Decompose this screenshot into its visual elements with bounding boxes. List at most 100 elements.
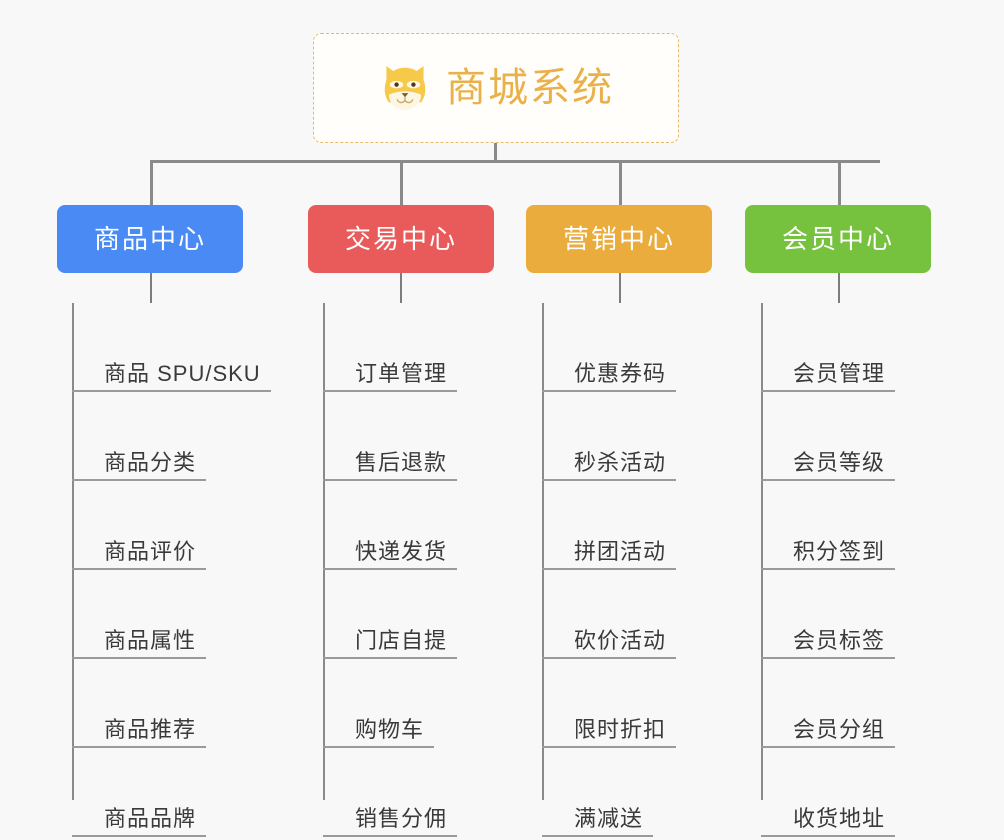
leaf-underline — [542, 657, 676, 659]
connector-stub-1 — [150, 273, 152, 303]
leaf-underline — [761, 568, 895, 570]
leaf-label: 收货地址 — [793, 806, 886, 831]
list-item[interactable]: 商品推荐 — [72, 659, 302, 748]
leaf-underline — [323, 479, 457, 481]
branch-header-交易中心[interactable]: 交易中心 — [308, 205, 494, 273]
leaf-label: 购物车 — [355, 717, 425, 742]
leaf-underline — [542, 835, 653, 837]
leaf-underline — [72, 390, 271, 392]
leaf-label: 秒杀活动 — [574, 450, 667, 475]
column-spine — [323, 303, 325, 800]
list-item[interactable]: 积分签到 — [761, 481, 991, 570]
list-item[interactable]: 会员等级 — [761, 392, 991, 481]
list-item[interactable]: 会员标签 — [761, 570, 991, 659]
shiba-dog-face-icon — [384, 66, 426, 110]
leaf-underline — [542, 568, 676, 570]
branch-column-2: 订单管理 售后退款 快递发货 门店自提 购物车 销售分佣 — [323, 303, 553, 837]
list-item[interactable]: 限时折扣 — [542, 659, 772, 748]
branch-header-label: 营销中心 — [562, 224, 675, 254]
connector-stub-2 — [400, 273, 402, 303]
leaf-label: 商品分类 — [104, 450, 197, 475]
connector-drop-3 — [619, 160, 622, 205]
branch-header-商品中心[interactable]: 商品中心 — [57, 205, 243, 273]
leaf-label: 商品推荐 — [104, 717, 197, 742]
list-item[interactable]: 会员管理 — [761, 303, 991, 392]
list-item[interactable]: 商品分类 — [72, 392, 302, 481]
branch-header-营销中心[interactable]: 营销中心 — [526, 205, 712, 273]
leaf-label: 商品 SPU/SKU — [104, 361, 261, 386]
list-item[interactable]: 秒杀活动 — [542, 392, 772, 481]
leaf-label: 售后退款 — [355, 450, 448, 475]
leaf-label: 销售分佣 — [355, 806, 448, 831]
leaf-label: 门店自提 — [355, 628, 448, 653]
column-spine — [542, 303, 544, 800]
root-title: 商城系统 — [446, 66, 614, 110]
leaf-underline — [72, 657, 206, 659]
list-item[interactable]: 满减送 — [542, 748, 772, 837]
leaf-label: 会员管理 — [793, 361, 886, 386]
leaf-label: 会员等级 — [793, 450, 886, 475]
branch-header-会员中心[interactable]: 会员中心 — [745, 205, 931, 273]
leaf-underline — [761, 390, 895, 392]
connector-drop-2 — [400, 160, 403, 205]
list-item[interactable]: 商品评价 — [72, 481, 302, 570]
leaf-underline — [542, 390, 676, 392]
leaf-underline — [72, 835, 206, 837]
branch-header-label: 商品中心 — [93, 224, 206, 254]
leaf-underline — [323, 835, 457, 837]
leaf-underline — [323, 746, 434, 748]
leaf-underline — [72, 479, 206, 481]
connector-horizontal-bus — [150, 160, 880, 163]
leaf-underline — [72, 746, 206, 748]
list-item[interactable]: 快递发货 — [323, 481, 553, 570]
list-item[interactable]: 会员分组 — [761, 659, 991, 748]
list-item[interactable]: 商品品牌 — [72, 748, 302, 837]
column-spine — [72, 303, 74, 800]
branch-header-label: 会员中心 — [781, 224, 894, 254]
leaf-underline — [761, 657, 895, 659]
connector-root-stem — [494, 143, 497, 162]
branch-column-4: 会员管理 会员等级 积分签到 会员标签 会员分组 收货地址 — [761, 303, 991, 837]
list-item[interactable]: 收货地址 — [761, 748, 991, 837]
branch-header-label: 交易中心 — [344, 224, 457, 254]
leaf-underline — [542, 479, 676, 481]
list-item[interactable]: 商品 SPU/SKU — [72, 303, 302, 392]
connector-stub-4 — [838, 273, 840, 303]
column-spine — [761, 303, 763, 800]
leaf-label: 商品属性 — [104, 628, 197, 653]
leaf-label: 砍价活动 — [574, 628, 667, 653]
leaf-label: 商品评价 — [104, 539, 197, 564]
leaf-underline — [323, 390, 457, 392]
leaf-underline — [761, 835, 895, 837]
leaf-label: 订单管理 — [355, 361, 448, 386]
leaf-label: 积分签到 — [793, 539, 886, 564]
leaf-label: 满减送 — [574, 806, 644, 831]
leaf-underline — [323, 657, 457, 659]
leaf-underline — [72, 568, 206, 570]
list-item[interactable]: 砍价活动 — [542, 570, 772, 659]
branch-column-3: 优惠券码 秒杀活动 拼团活动 砍价活动 限时折扣 满减送 — [542, 303, 772, 837]
leaf-label: 优惠券码 — [574, 361, 667, 386]
connector-drop-4 — [838, 160, 841, 205]
leaf-label: 限时折扣 — [574, 717, 667, 742]
connector-drop-1 — [150, 160, 153, 205]
branch-column-1: 商品 SPU/SKU 商品分类 商品评价 商品属性 商品推荐 商品品牌 — [72, 303, 302, 837]
leaf-underline — [542, 746, 676, 748]
leaf-label: 拼团活动 — [574, 539, 667, 564]
list-item[interactable]: 商品属性 — [72, 570, 302, 659]
list-item[interactable]: 销售分佣 — [323, 748, 553, 837]
leaf-label: 快递发货 — [355, 539, 448, 564]
list-item[interactable]: 门店自提 — [323, 570, 553, 659]
list-item[interactable]: 拼团活动 — [542, 481, 772, 570]
list-item[interactable]: 订单管理 — [323, 303, 553, 392]
leaf-underline — [761, 479, 895, 481]
root-node[interactable]: 商城系统 — [313, 33, 679, 143]
leaf-label: 会员分组 — [793, 717, 886, 742]
list-item[interactable]: 售后退款 — [323, 392, 553, 481]
leaf-label: 会员标签 — [793, 628, 886, 653]
leaf-underline — [323, 568, 457, 570]
connector-stub-3 — [619, 273, 621, 303]
list-item[interactable]: 优惠券码 — [542, 303, 772, 392]
list-item[interactable]: 购物车 — [323, 659, 553, 748]
